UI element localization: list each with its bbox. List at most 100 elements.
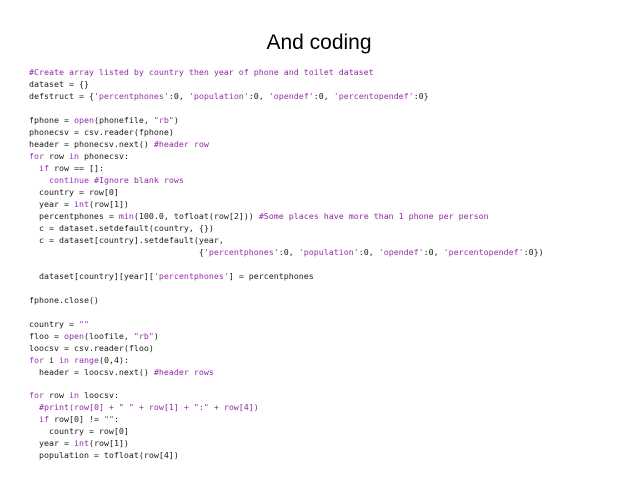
code-token-text: c = dataset[country].setdefault(year, [29, 234, 224, 245]
code-token-comment: #header rows [153, 366, 214, 377]
code-line: country = row[0] [29, 187, 119, 197]
code-line: phonecsv = csv.reader(fphone) [29, 127, 174, 137]
code-token-text: loocsv = csv.reader(floo) [29, 342, 154, 353]
code-token-text: : [113, 414, 119, 425]
code-token-text: header = phonecsv.next() [29, 138, 154, 149]
code-line: population = tofloat(row[4]) [29, 450, 179, 460]
code-line: {'percentphones':0, 'population':0, 'ope… [29, 247, 544, 257]
code-token-builtin: int [73, 438, 89, 449]
code-token-text: defstruct = { [29, 90, 94, 101]
code-token-keyword: if [39, 414, 49, 425]
code-token-builtin: open [63, 330, 84, 341]
code-token-string: 'percentphones' [93, 90, 169, 101]
code-token-builtin: min [118, 210, 134, 221]
code-token-text [29, 163, 39, 173]
code-token-text: year = [29, 198, 74, 209]
code-line: if row == []: [29, 163, 104, 173]
code-line: header = loocsv.next() #header rows [29, 367, 214, 377]
code-line: year = int(row[1]) [29, 438, 129, 448]
code-line: if row[0] != "": [29, 414, 119, 424]
code-token-text: (row[1]) [88, 198, 129, 209]
code-token-text: dataset[country][year][ [29, 270, 154, 281]
code-token-text: ) [153, 330, 159, 341]
code-token-keyword: for [29, 354, 44, 365]
code-line: for i in range(0,4): [29, 355, 129, 365]
code-token-keyword: in [68, 390, 79, 401]
code-token-text: (phonefile, [93, 114, 154, 125]
code-token-keyword: for [29, 150, 44, 161]
code-token-text: :0, [248, 90, 269, 101]
code-line: floo = open(loofile, "rb") [29, 331, 159, 341]
code-token-string: 'percentphones' [203, 246, 279, 257]
code-line: #print(row[0] + " " + row[1] + ":" + row… [29, 402, 259, 412]
code-line: loocsv = csv.reader(floo) [29, 343, 154, 353]
code-token-text: row[0] != [49, 414, 104, 425]
code-token-text: (0,4): [98, 354, 129, 365]
code-token-text: population = tofloat(row[4]) [29, 450, 179, 461]
code-token-text: country = [29, 318, 79, 329]
code-token-string: "" [78, 318, 89, 329]
code-token-comment: #Create array listed by country then yea… [29, 67, 374, 77]
code-line: #Create array listed by country then yea… [29, 67, 374, 77]
code-token-string: 'percentopendef' [333, 90, 414, 101]
code-line: c = dataset[country].setdefault(year, [29, 235, 224, 245]
code-line: percentphones = min(100.0, tofloat(row[2… [29, 211, 489, 221]
code-token-string: 'population' [298, 246, 359, 257]
code-token-string: "rb" [153, 114, 174, 125]
code-token-text: (100.0, tofloat(row[2])) [133, 210, 259, 221]
code-token-keyword: in [59, 354, 69, 365]
code-token-text: :0} [413, 90, 429, 101]
code-token-string: 'percentopendef' [443, 246, 524, 257]
code-token-text: :0, [278, 246, 299, 257]
code-line: fphone.close() [29, 295, 99, 305]
code-token-text: fphone.close() [29, 294, 99, 305]
code-token-text: c = dataset.setdefault(country, {}) [29, 222, 214, 233]
code-token-text: :0}) [523, 246, 544, 257]
code-line: for row in loocsv: [29, 390, 119, 400]
code-token-text: row == []: [49, 162, 104, 173]
code-line: year = int(row[1]) [29, 199, 129, 209]
code-token-builtin: open [73, 114, 94, 125]
code-token-text: row [44, 390, 69, 401]
code-token-text: country = row[0] [29, 186, 119, 197]
code-token-text: phonecsv = csv.reader(fphone) [29, 126, 174, 137]
code-token-text: loocsv: [78, 390, 119, 401]
code-line: country = "" [29, 319, 89, 329]
code-token-text: percentphones = [29, 210, 119, 221]
code-token-builtin: range [74, 354, 99, 365]
code-line: header = phonecsv.next() #header row [29, 139, 209, 149]
code-token-string: 'population' [188, 90, 249, 101]
code-token-keyword: if [39, 162, 49, 173]
code-token-text [29, 402, 39, 412]
code-token-comment: #Some places have more than 1 phone per … [258, 210, 489, 221]
code-token-text: dataset = {} [29, 78, 89, 89]
code-token-builtin: int [73, 198, 89, 209]
code-token-string: 'opendef' [378, 246, 424, 257]
code-block: #Create array listed by country then yea… [29, 67, 619, 460]
code-line: dataset[country][year]['percentphones'] … [29, 271, 314, 281]
code-token-text: country = row[0] [29, 426, 129, 437]
code-token-keyword: in [68, 150, 79, 161]
code-line: continue #Ignore blank rows [29, 175, 184, 185]
code-token-text: floo = [29, 330, 64, 341]
code-token-text: ] = percentphones [228, 270, 314, 281]
code-token-comment: #header row [153, 138, 209, 149]
code-token-text: :0, [423, 246, 444, 257]
code-token-text: :0, [358, 246, 379, 257]
code-token-comment: #Ignore blank rows [93, 174, 184, 185]
code-token-string: "rb" [133, 330, 154, 341]
code-token-text: (loofile, [83, 330, 134, 341]
slide-title: And coding [266, 31, 372, 54]
code-token-text [29, 414, 39, 424]
code-token-text: year = [29, 438, 74, 449]
code-token-text [29, 175, 49, 185]
code-token-text: row [44, 150, 69, 161]
code-line: country = row[0] [29, 426, 129, 436]
code-token-text: :0, [313, 90, 334, 101]
code-token-text: fphone = [29, 114, 74, 125]
code-line: c = dataset.setdefault(country, {}) [29, 223, 214, 233]
code-token-text: phonecsv: [78, 150, 129, 161]
code-token-string: 'opendef' [268, 90, 314, 101]
code-token-keyword: for [29, 390, 44, 401]
code-token-text: header = loocsv.next() [29, 366, 154, 377]
